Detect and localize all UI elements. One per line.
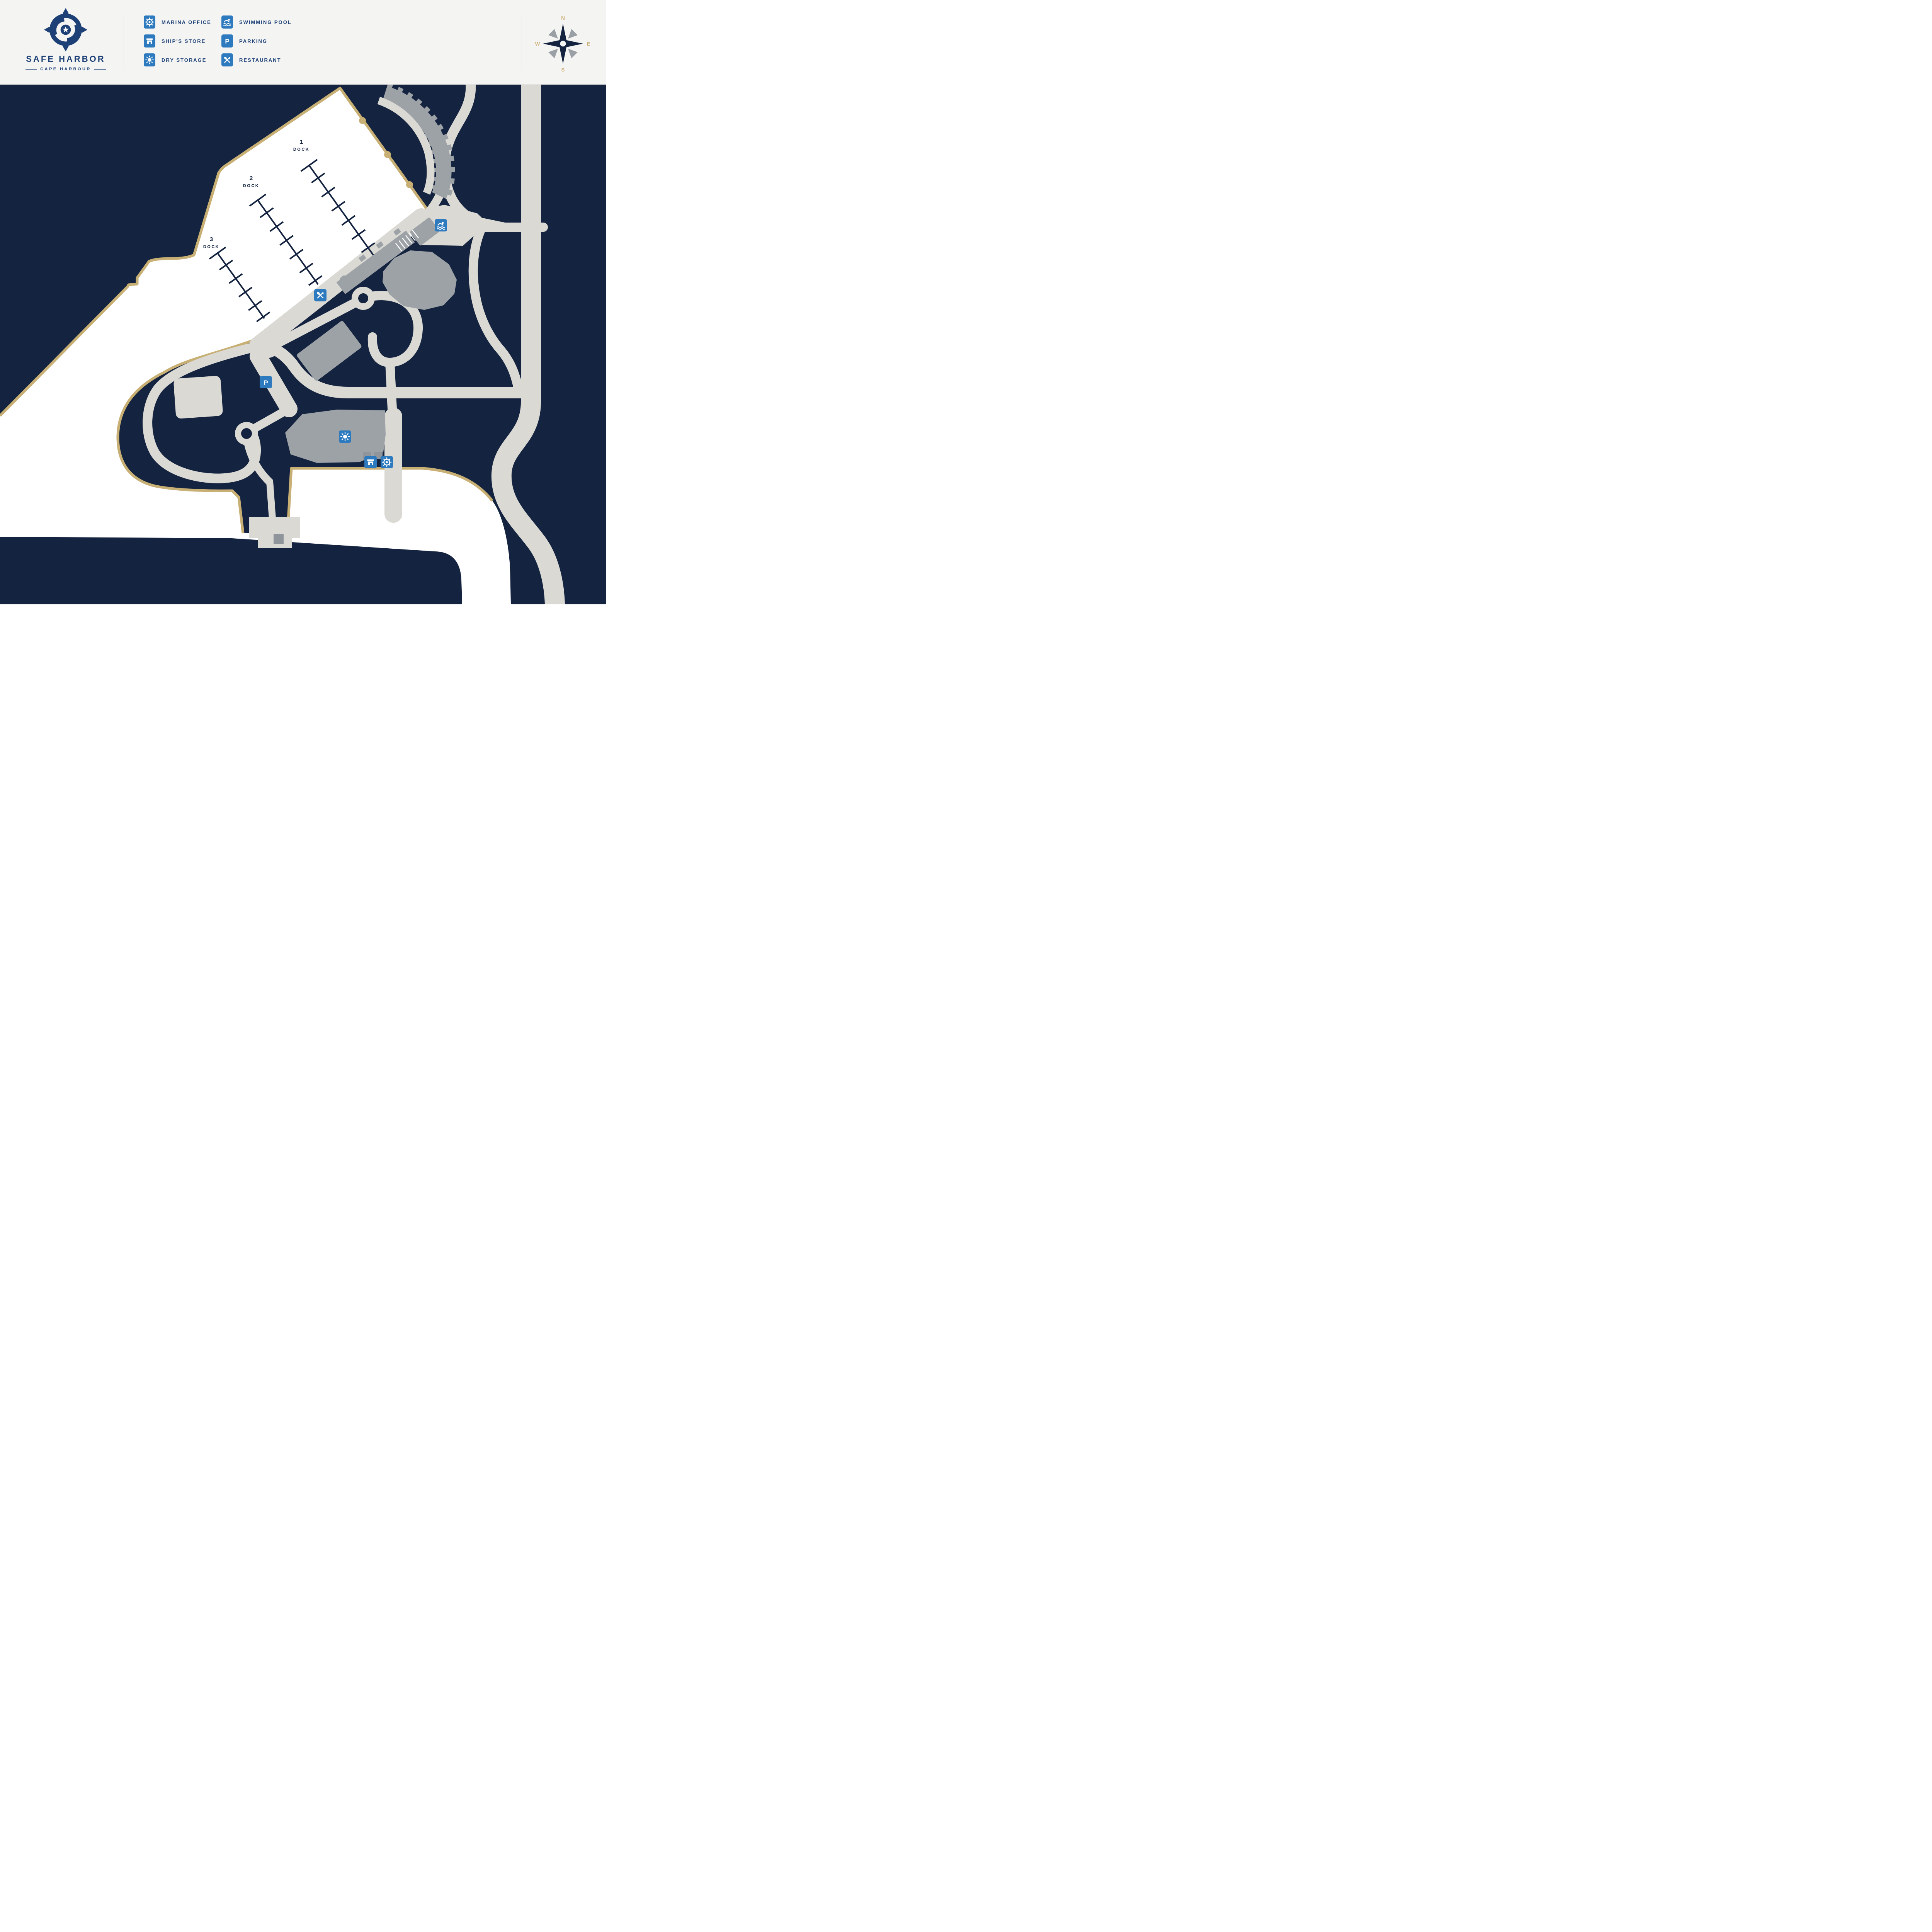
- central-parking-lot: [173, 376, 223, 419]
- parking-strip-link: [249, 405, 293, 433]
- central-building: [297, 321, 362, 381]
- dock-2: [249, 194, 323, 286]
- clubhouse: [410, 218, 440, 246]
- shoreline: [0, 87, 493, 534]
- road-j-branch: [468, 226, 522, 391]
- dry-storage-icon: [144, 53, 155, 66]
- marina-map: 1 DOCK 2 DOCK 3 DOCK P: [0, 74, 606, 614]
- boardwalk-deck: [249, 517, 300, 548]
- legend-label: DRY STORAGE: [162, 57, 207, 63]
- brand-logo-block: SAFE HARBOR CAPE HARBOUR: [23, 7, 108, 71]
- buildings: [285, 83, 457, 463]
- east-building: [383, 250, 457, 310]
- svg-text:2: 2: [250, 175, 253, 182]
- road-main-horizontal: [263, 341, 528, 398]
- svg-text:P: P: [225, 38, 229, 45]
- dry-storage-building: [285, 410, 386, 463]
- road-to-roundabout-1: [266, 299, 358, 352]
- peninsula-path: [266, 478, 276, 522]
- map-icon-parking[interactable]: P: [260, 376, 272, 388]
- map-icon-swimming-pool[interactable]: [435, 219, 447, 231]
- legend-item-swimming-pool[interactable]: SWIMMING POOL: [221, 15, 292, 29]
- safe-harbor-logo-icon: [44, 8, 88, 52]
- svg-text:DOCK: DOCK: [203, 245, 219, 249]
- roundabout-1: [352, 287, 375, 310]
- legend-label: SWIMMING POOL: [239, 19, 292, 25]
- parking-strip: [250, 348, 298, 417]
- parking-icon: P: [221, 34, 233, 48]
- restaurant-icon: [221, 53, 233, 66]
- junction-pad: [259, 338, 279, 358]
- svg-text:1: 1: [300, 139, 303, 145]
- legend-item-restaurant[interactable]: RESTAURANT: [221, 53, 292, 66]
- legend-label: PARKING: [239, 38, 267, 44]
- swimming-pool-icon: [221, 15, 233, 29]
- header: SAFE HARBOR CAPE HARBOUR MARINA OFFICE S…: [0, 0, 606, 85]
- legend-label: MARINA OFFICE: [162, 19, 211, 25]
- map-icon-restaurant[interactable]: [314, 289, 327, 301]
- svg-text:P: P: [264, 379, 268, 386]
- dock-1: [300, 159, 375, 255]
- road-main-vertical: [491, 74, 565, 614]
- map-icon-marina-office[interactable]: [381, 456, 393, 468]
- condo-curved-building: [382, 86, 452, 199]
- legend-column-2: SWIMMING POOL P PARKING RESTAURANT: [221, 15, 292, 72]
- compass-n: N: [561, 15, 565, 21]
- dock-3: [209, 247, 270, 322]
- ships-store-icon: [144, 34, 155, 48]
- legend-item-dry-storage[interactable]: DRY STORAGE: [144, 53, 211, 66]
- legend-column-1: MARINA OFFICE SHIP'S STORE DRY STORAGE: [144, 15, 211, 72]
- legend-item-parking[interactable]: P PARKING: [221, 34, 292, 48]
- roundabout-2: [235, 422, 258, 445]
- dock-1-label: 1 DOCK: [293, 139, 310, 152]
- map-icon-ships-store[interactable]: [364, 456, 377, 468]
- svg-text:DOCK: DOCK: [293, 147, 310, 152]
- compass-rose: N E S W: [535, 15, 590, 73]
- brand-title: SAFE HARBOR: [26, 54, 105, 64]
- water: [0, 88, 511, 604]
- plaza-octagon: [340, 276, 351, 286]
- dock-2-label: 2 DOCK: [243, 175, 259, 188]
- svg-text:DOCK: DOCK: [243, 184, 259, 188]
- svg-text:3: 3: [210, 236, 213, 243]
- compass-s: S: [561, 67, 565, 73]
- condo-walkway: [377, 97, 435, 195]
- legend-item-marina-office[interactable]: MARINA OFFICE: [144, 15, 211, 29]
- legend-label: SHIP'S STORE: [162, 38, 206, 44]
- shoreline-trees: [359, 117, 413, 188]
- promenade-building: [336, 230, 415, 294]
- legend-item-ships-store[interactable]: SHIP'S STORE: [144, 34, 211, 48]
- map-icon-dry-storage[interactable]: [339, 430, 351, 443]
- compass-e: E: [587, 41, 590, 47]
- roads: [143, 74, 565, 614]
- parking-rows: [395, 230, 419, 252]
- brand-subtitle: CAPE HARBOUR: [23, 67, 108, 71]
- dock-3-label: 3 DOCK: [203, 236, 219, 249]
- compass-w: W: [535, 41, 540, 47]
- marina-office-icon: [144, 15, 155, 29]
- legend-label: RESTAURANT: [239, 57, 281, 63]
- road-roundabout2-south: [244, 440, 273, 485]
